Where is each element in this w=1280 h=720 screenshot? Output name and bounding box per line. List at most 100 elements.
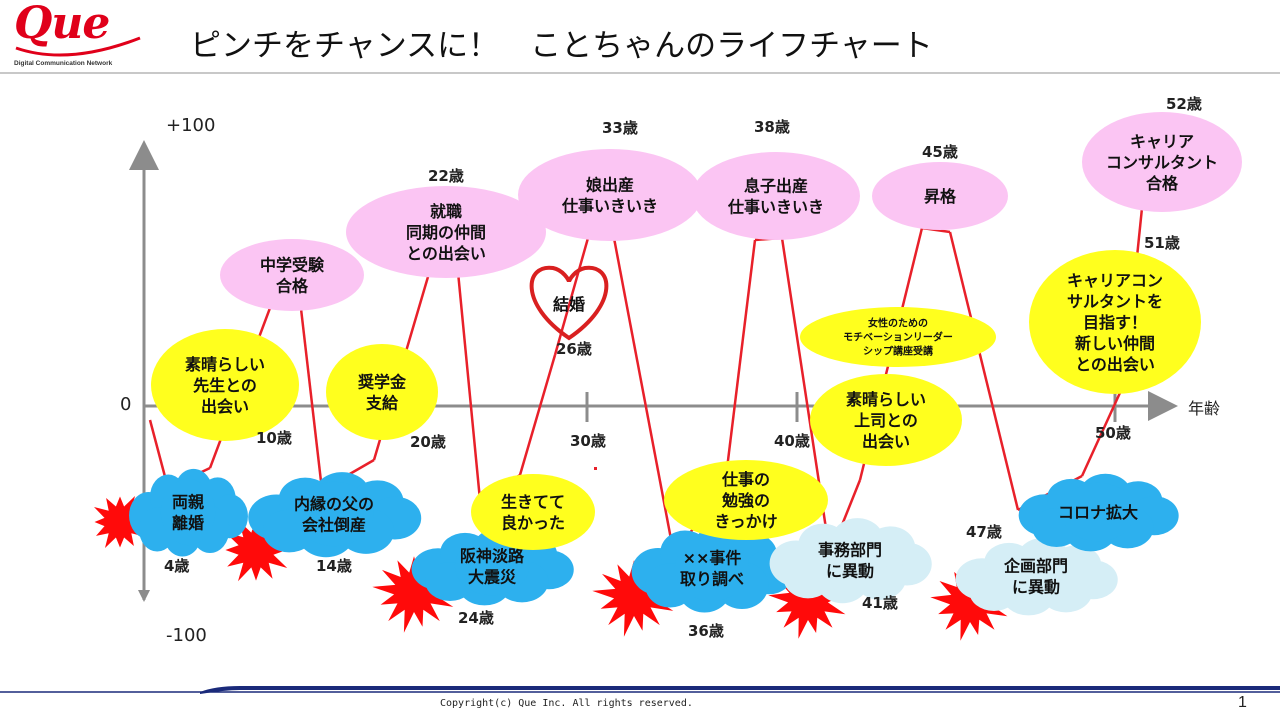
curve-segment <box>518 354 557 476</box>
y-axis-down-arrow <box>138 590 150 602</box>
event-bubble <box>471 474 595 550</box>
event-text: 先生との <box>193 376 257 395</box>
event-text: に異動 <box>826 561 874 580</box>
age-label: 45歳 <box>922 143 958 161</box>
event-text: キャリア <box>1130 132 1194 151</box>
x-axis-label: 年齢 <box>1188 399 1220 418</box>
event-text: との出会い <box>406 244 486 263</box>
age-label: 47歳 <box>966 523 1002 541</box>
event-text: シップ講座受講 <box>863 345 933 358</box>
event-text: 生きてて <box>501 492 565 511</box>
event-text: 合格 <box>1146 174 1179 193</box>
page-title: ピンチをチャンスに！ ことちゃんのライフチャート <box>190 28 933 64</box>
event-text: 事務部門 <box>818 540 882 559</box>
event-bubble <box>692 152 860 240</box>
curve-segment <box>723 239 757 486</box>
event-text: 出会い <box>862 432 910 451</box>
x-tick-label: 50歳 <box>1095 424 1131 442</box>
event-text: 内縁の父の <box>294 494 374 513</box>
event-text: モチベーションリーダー <box>843 331 953 344</box>
event-text: ××事件 <box>683 548 742 567</box>
stray-mark <box>594 467 597 470</box>
age-label: 14歳 <box>316 557 352 575</box>
event-bubble <box>664 460 828 540</box>
event-bubble <box>800 307 996 367</box>
page-number: 1 <box>1238 694 1247 711</box>
event-bubble <box>872 162 1008 230</box>
event-bubble <box>518 149 702 241</box>
age-label: 26歳 <box>556 340 592 358</box>
y-top-label: +100 <box>166 115 215 136</box>
burst-layer <box>94 496 1008 641</box>
crisis-burst-icon <box>372 554 454 633</box>
age-label: 41歳 <box>862 594 898 612</box>
que-logo: Que Digital Communication Network <box>8 0 148 68</box>
curve-segment <box>298 299 324 491</box>
event-text: コンサルタント <box>1106 153 1218 172</box>
crisis-burst-icon <box>930 566 1008 641</box>
x-tick-label: 40歳 <box>774 432 810 450</box>
event-text: 素晴らしい <box>846 390 926 409</box>
event-text: 合格 <box>276 276 309 295</box>
x-tick-label: 30歳 <box>570 432 606 450</box>
event-text: 就職 <box>430 202 462 221</box>
logo-word: Que <box>14 0 110 49</box>
y-bottom-label: -100 <box>166 625 207 646</box>
event-bubble <box>810 374 962 466</box>
age-label: 33歳 <box>602 119 638 137</box>
age-label: 38歳 <box>754 118 790 136</box>
event-text: 中学受験 <box>260 255 325 274</box>
logo-subtitle: Digital Communication Network <box>14 60 113 67</box>
x-tick-label: 20歳 <box>410 433 446 451</box>
curve-segment <box>948 231 1020 511</box>
age-label: 22歳 <box>428 167 464 185</box>
event-text: 出会い <box>201 397 249 416</box>
event-text: 会社倒産 <box>302 515 366 534</box>
event-bubble <box>1082 112 1242 212</box>
event-text: コロナ拡大 <box>1058 503 1138 522</box>
event-text: との出会い <box>1075 355 1155 374</box>
event-text: 娘出産 <box>586 175 634 194</box>
event-bubble <box>346 186 546 278</box>
heart-icon <box>529 265 609 341</box>
footer-rule <box>0 686 1280 694</box>
event-text: きっかけ <box>714 512 777 531</box>
crisis-burst-icon <box>592 558 674 637</box>
copyright-text: Copyright(c) Que Inc. All rights reserve… <box>440 698 693 709</box>
event-text: 息子出産 <box>744 176 808 195</box>
event-bubble <box>1029 250 1201 394</box>
age-label: 4歳 <box>164 557 189 575</box>
event-text: 上司との <box>854 411 918 430</box>
age-label: 24歳 <box>458 609 494 627</box>
x-tick-label: 10歳 <box>256 429 292 447</box>
age-label: 52歳 <box>1166 95 1202 113</box>
event-text: 目指す！ <box>1083 313 1147 332</box>
event-text: 良かった <box>501 513 565 532</box>
event-text: 支給 <box>365 393 399 412</box>
curve-segment <box>553 237 590 356</box>
event-text: サルタントを <box>1067 292 1163 311</box>
age-label: 51歳 <box>1144 234 1180 252</box>
curve-segment <box>1080 383 1126 477</box>
crisis-burst-icon <box>94 496 146 548</box>
event-text: 女性のための <box>868 317 928 330</box>
logo-swoosh-icon <box>15 36 141 57</box>
event-text: 取り調べ <box>680 569 744 588</box>
